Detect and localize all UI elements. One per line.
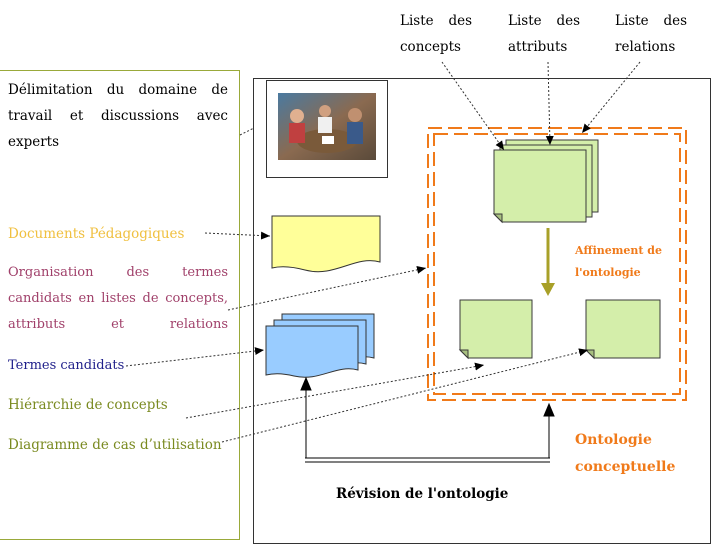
revision-loop	[300, 376, 555, 463]
meeting-photo-frame	[266, 80, 388, 178]
label-relations-list: Liste des relations	[615, 8, 687, 60]
refinement-label-line: l'ontologie	[575, 266, 641, 279]
dotted-connectors	[125, 61, 641, 443]
delimitation-text: Délimitation du domaine de travail et di…	[8, 82, 228, 150]
meeting-photo-icon	[278, 93, 376, 160]
hierarchy-note	[458, 299, 533, 360]
label-word: des	[556, 13, 580, 29]
label-word: Liste	[400, 13, 434, 29]
documents-label: Documents Pédagogiques	[8, 226, 185, 242]
hierarchie-label: Hiérarchie de concepts	[8, 397, 168, 413]
candidate-terms-documents-icon	[265, 313, 375, 378]
concept-lists-stack	[492, 139, 599, 224]
conceptual-ontology-label: Ontologie conceptuelle	[575, 427, 675, 481]
refinement-arrow	[541, 228, 555, 296]
label-word: Liste	[615, 13, 649, 29]
ontology-label-line: Ontologie	[575, 432, 652, 448]
refinement-frame	[427, 127, 687, 401]
main-frame	[253, 78, 711, 544]
ontology-label-line: conceptuelle	[575, 459, 676, 475]
revision-label: Révision de l'ontologie	[336, 486, 509, 502]
left-panel	[0, 70, 240, 540]
label-word: Liste	[508, 13, 542, 29]
label-concepts-list: Liste des concepts	[400, 8, 472, 60]
pedagogic-document-icon	[271, 215, 381, 273]
termes-label: Termes candidats	[8, 358, 125, 373]
label-word: concepts	[400, 39, 461, 55]
refinement-label: Affinement de l'ontologie	[575, 240, 662, 284]
label-word: des	[663, 13, 687, 29]
label-word: des	[448, 13, 472, 29]
organisation-text: Organisation des termes candidats en lis…	[8, 265, 228, 332]
label-word: attributs	[508, 39, 568, 55]
label-attributes-list: Liste des attributs	[508, 8, 580, 60]
use-case-note	[584, 299, 661, 360]
label-word: relations	[615, 39, 676, 55]
refinement-label-line: Affinement de	[575, 244, 662, 257]
diagramme-label: Diagramme de cas d’utilisation	[8, 437, 222, 453]
